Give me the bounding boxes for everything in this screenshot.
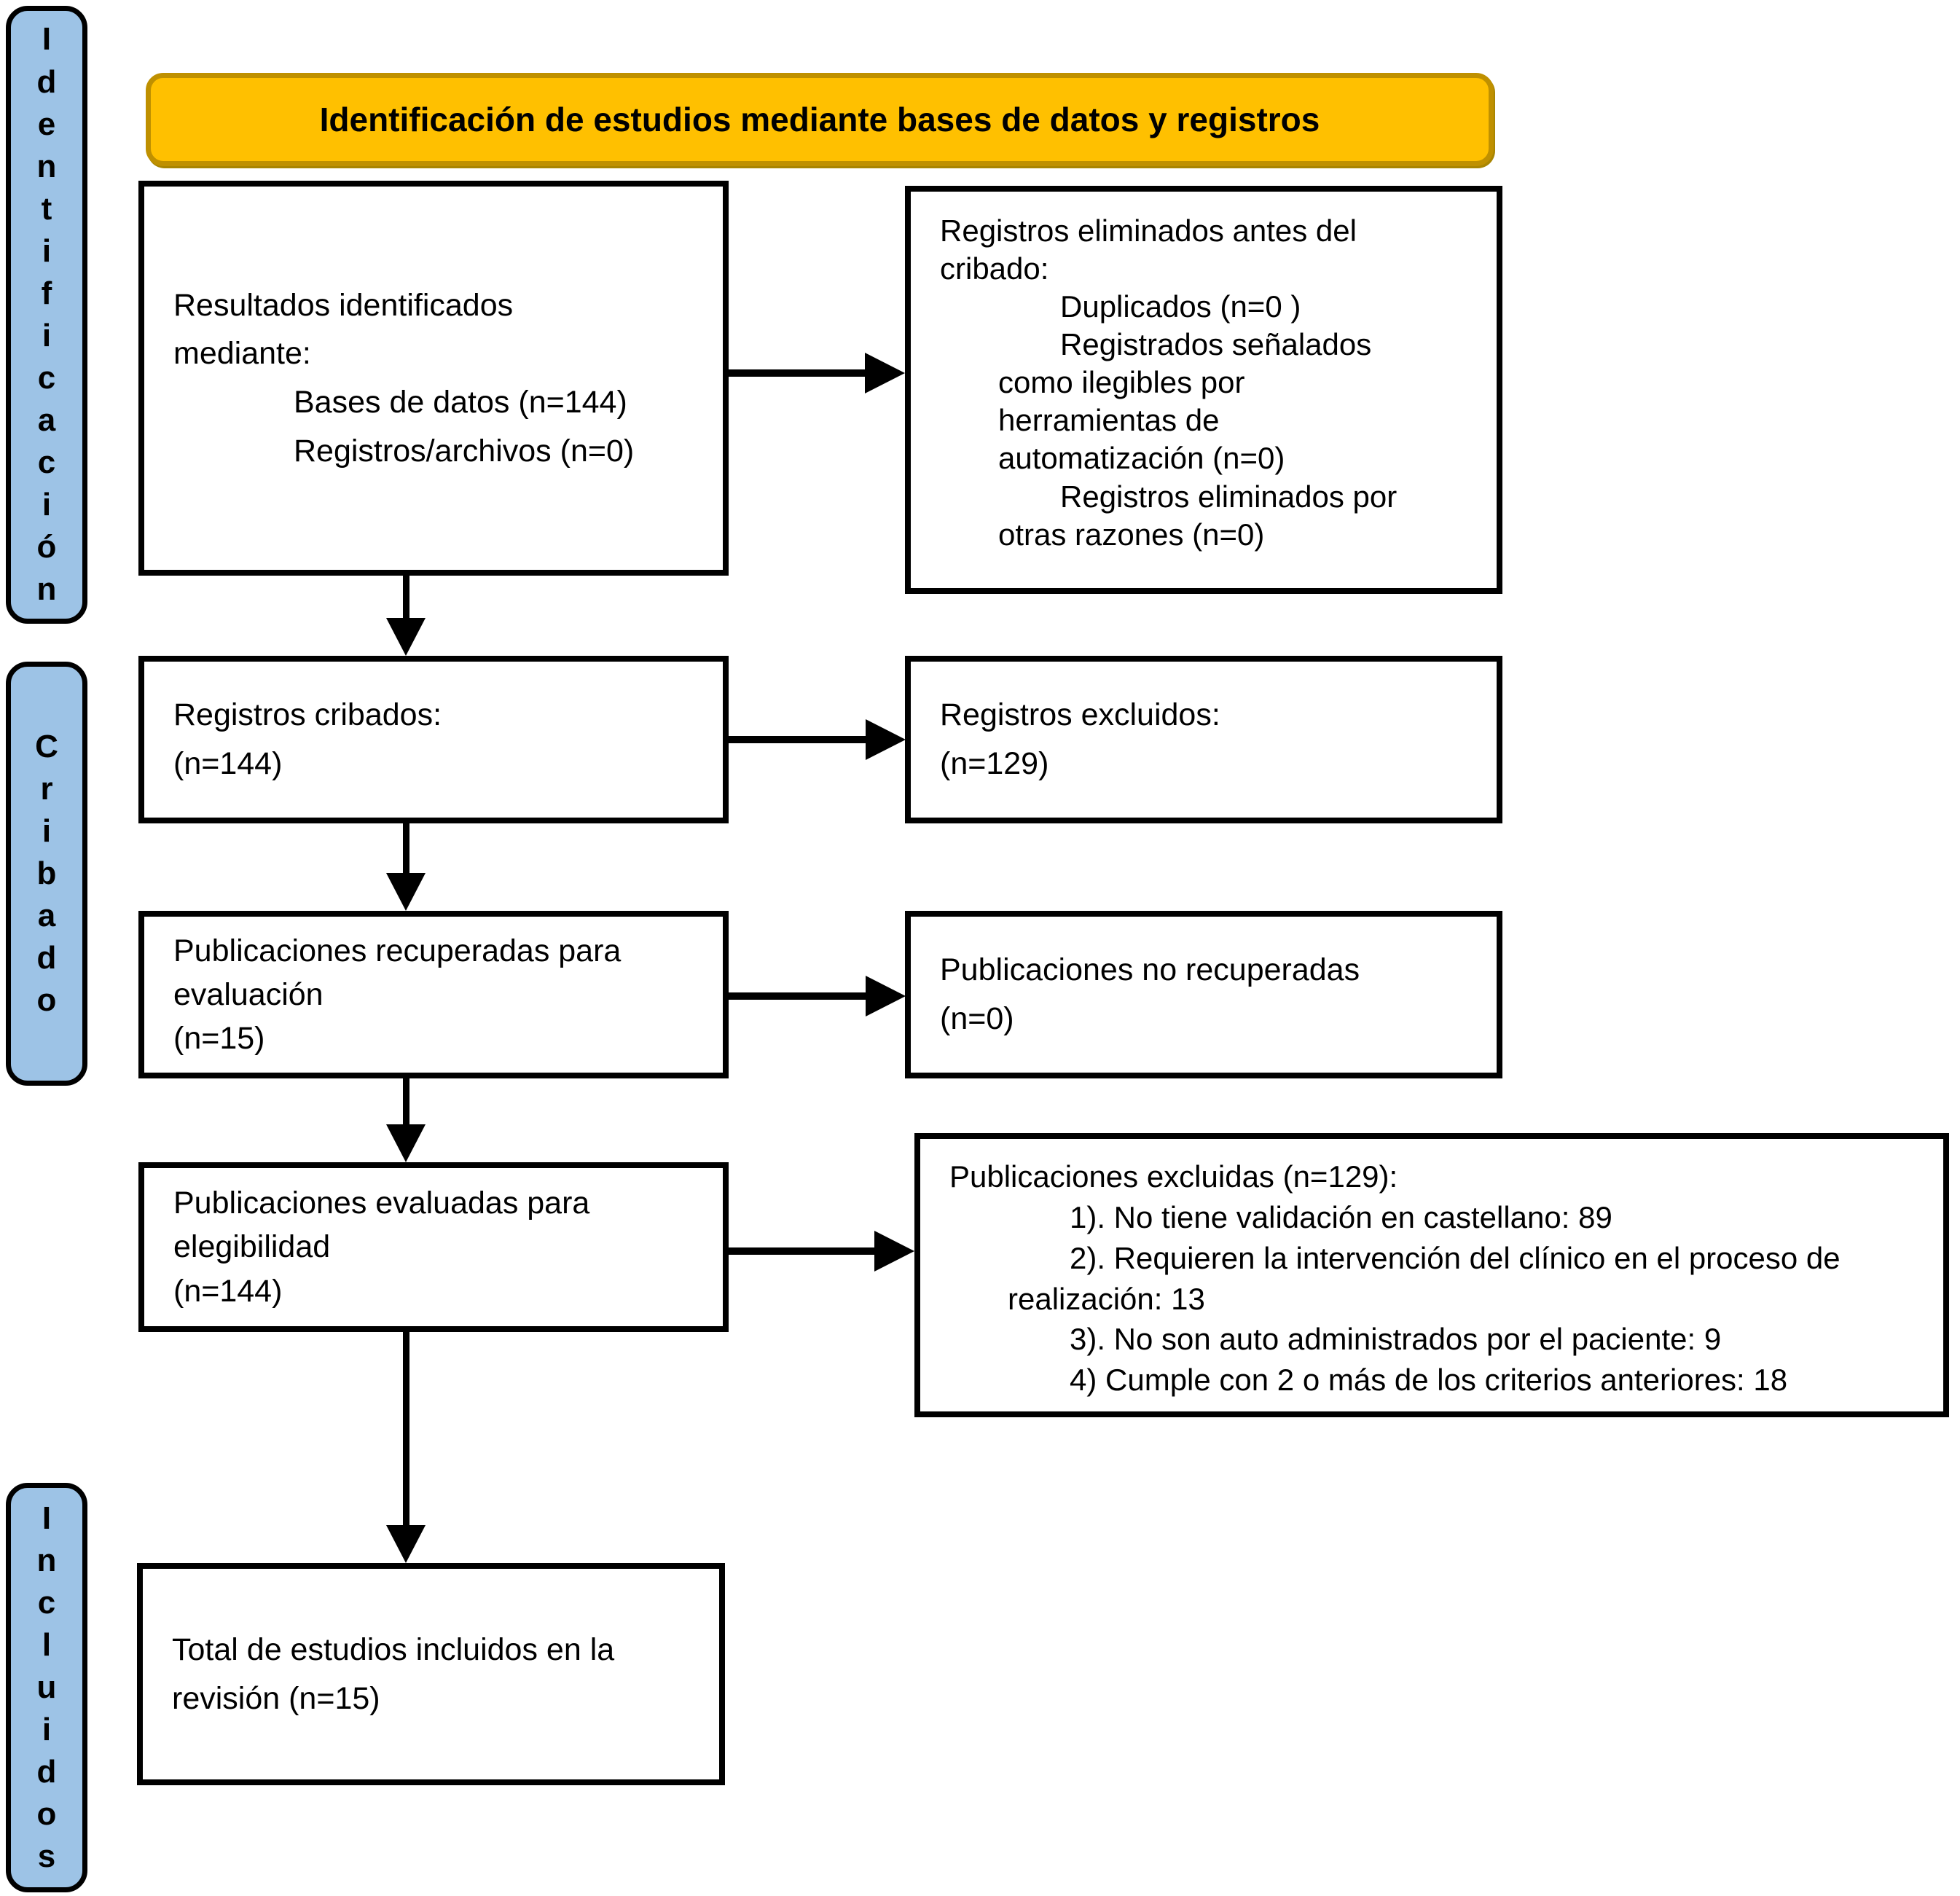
arrowhead-down-icon <box>386 1124 426 1162</box>
text-line: realización: 13 <box>1008 1281 1205 1316</box>
text-line: elegibilidad <box>173 1229 331 1265</box>
box-records-screened: Registros cribados: (n=144) <box>138 656 729 823</box>
arrowhead-right-icon <box>866 719 906 760</box>
arrowhead-right-icon <box>874 1231 914 1272</box>
text-line: evaluación <box>173 976 324 1012</box>
text-line: Registros/archivos (n=0) <box>294 433 635 469</box>
text-line: automatización (n=0) <box>998 441 1285 476</box>
arrow-shaft <box>729 736 866 743</box>
text-line: (n=144) <box>173 1273 283 1309</box>
text-line: Resultados identificados <box>173 287 514 323</box>
text-line: Publicaciones recuperadas para <box>173 933 622 968</box>
box-publications-assessed: Publicaciones evaluadas para elegibilidad… <box>138 1162 729 1332</box>
text-line: Publicaciones evaluadas para <box>173 1186 590 1221</box>
arrowhead-right-icon <box>865 353 905 393</box>
text-line: Bases de datos (n=144) <box>294 385 627 420</box>
text-line: (n=15) <box>173 1021 265 1057</box>
text-line: otras razones (n=0) <box>998 517 1265 552</box>
arrow-shaft <box>403 823 409 874</box>
arrow-shaft <box>729 992 866 1000</box>
text-line: revisión (n=15) <box>172 1680 380 1716</box>
stage-label-included: I n c l u i d o s <box>6 1483 87 1892</box>
text-line: (n=129) <box>940 746 1049 781</box>
arrow-shaft <box>403 1332 409 1527</box>
text-line: Total de estudios incluidos en la <box>172 1631 615 1667</box>
text-line: Registros excluidos: <box>940 697 1220 733</box>
box-publications-retrieved: Publicaciones recuperadas para evaluación… <box>138 911 729 1078</box>
box-publications-not-retrieved: Publicaciones no recuperadas (n=0) <box>905 911 1502 1078</box>
box-publications-excluded-reasons: Publicaciones excluidas (n=129): 1). No t… <box>914 1133 1949 1417</box>
arrowhead-right-icon <box>866 976 906 1016</box>
arrowhead-down-icon <box>386 1525 426 1563</box>
arrow-shaft <box>403 576 409 619</box>
text-line: Publicaciones excluidas (n=129): <box>949 1159 1398 1194</box>
diagram-title: Identificación de estudios mediante base… <box>319 101 1320 138</box>
text-line: Registros cribados: <box>173 697 442 733</box>
text-line: Registrados señalados <box>1060 327 1372 362</box>
text-line: 4) Cumple con 2 o más de los criterios a… <box>1070 1363 1788 1398</box>
box-records-identified: Resultados identificados mediante: Bases d… <box>138 181 729 576</box>
arrow-shaft <box>403 1078 409 1126</box>
text-line: (n=0) <box>940 1001 1014 1036</box>
arrow-shaft <box>727 369 866 377</box>
arrowhead-down-icon <box>386 873 426 911</box>
text-line: Registros eliminados por <box>1060 479 1398 514</box>
box-total-included: Total de estudios incluidos en la revisió… <box>137 1563 725 1785</box>
arrowhead-down-icon <box>386 618 426 656</box>
text-line: Duplicados (n=0 ) <box>1060 289 1301 324</box>
stage-label-identification: I d e n t i f i c a c i ó n <box>6 6 87 624</box>
text-line: Registros eliminados antes del <box>940 214 1357 248</box>
text-line: cribado: <box>940 251 1049 286</box>
text-line: Publicaciones no recuperadas <box>940 952 1360 988</box>
box-records-excluded: Registros excluidos: (n=129) <box>905 656 1502 823</box>
text-line: como ilegibles por <box>998 365 1245 400</box>
text-line: 1). No tiene validación en castellano: 8… <box>1070 1199 1612 1234</box>
stage-label-screening: C r i b a d o <box>6 662 87 1086</box>
text-line: 2). Requieren la intervención del clínic… <box>1070 1240 1841 1275</box>
text-line: mediante: <box>173 336 311 372</box>
text-line: herramientas de <box>998 403 1220 438</box>
arrow-shaft <box>729 1247 874 1255</box>
diagram-title-banner: Identificación de estudios mediante base… <box>146 73 1494 166</box>
text-line: 3). No son auto administrados por el pac… <box>1070 1322 1722 1357</box>
text-line: (n=144) <box>173 746 283 781</box>
